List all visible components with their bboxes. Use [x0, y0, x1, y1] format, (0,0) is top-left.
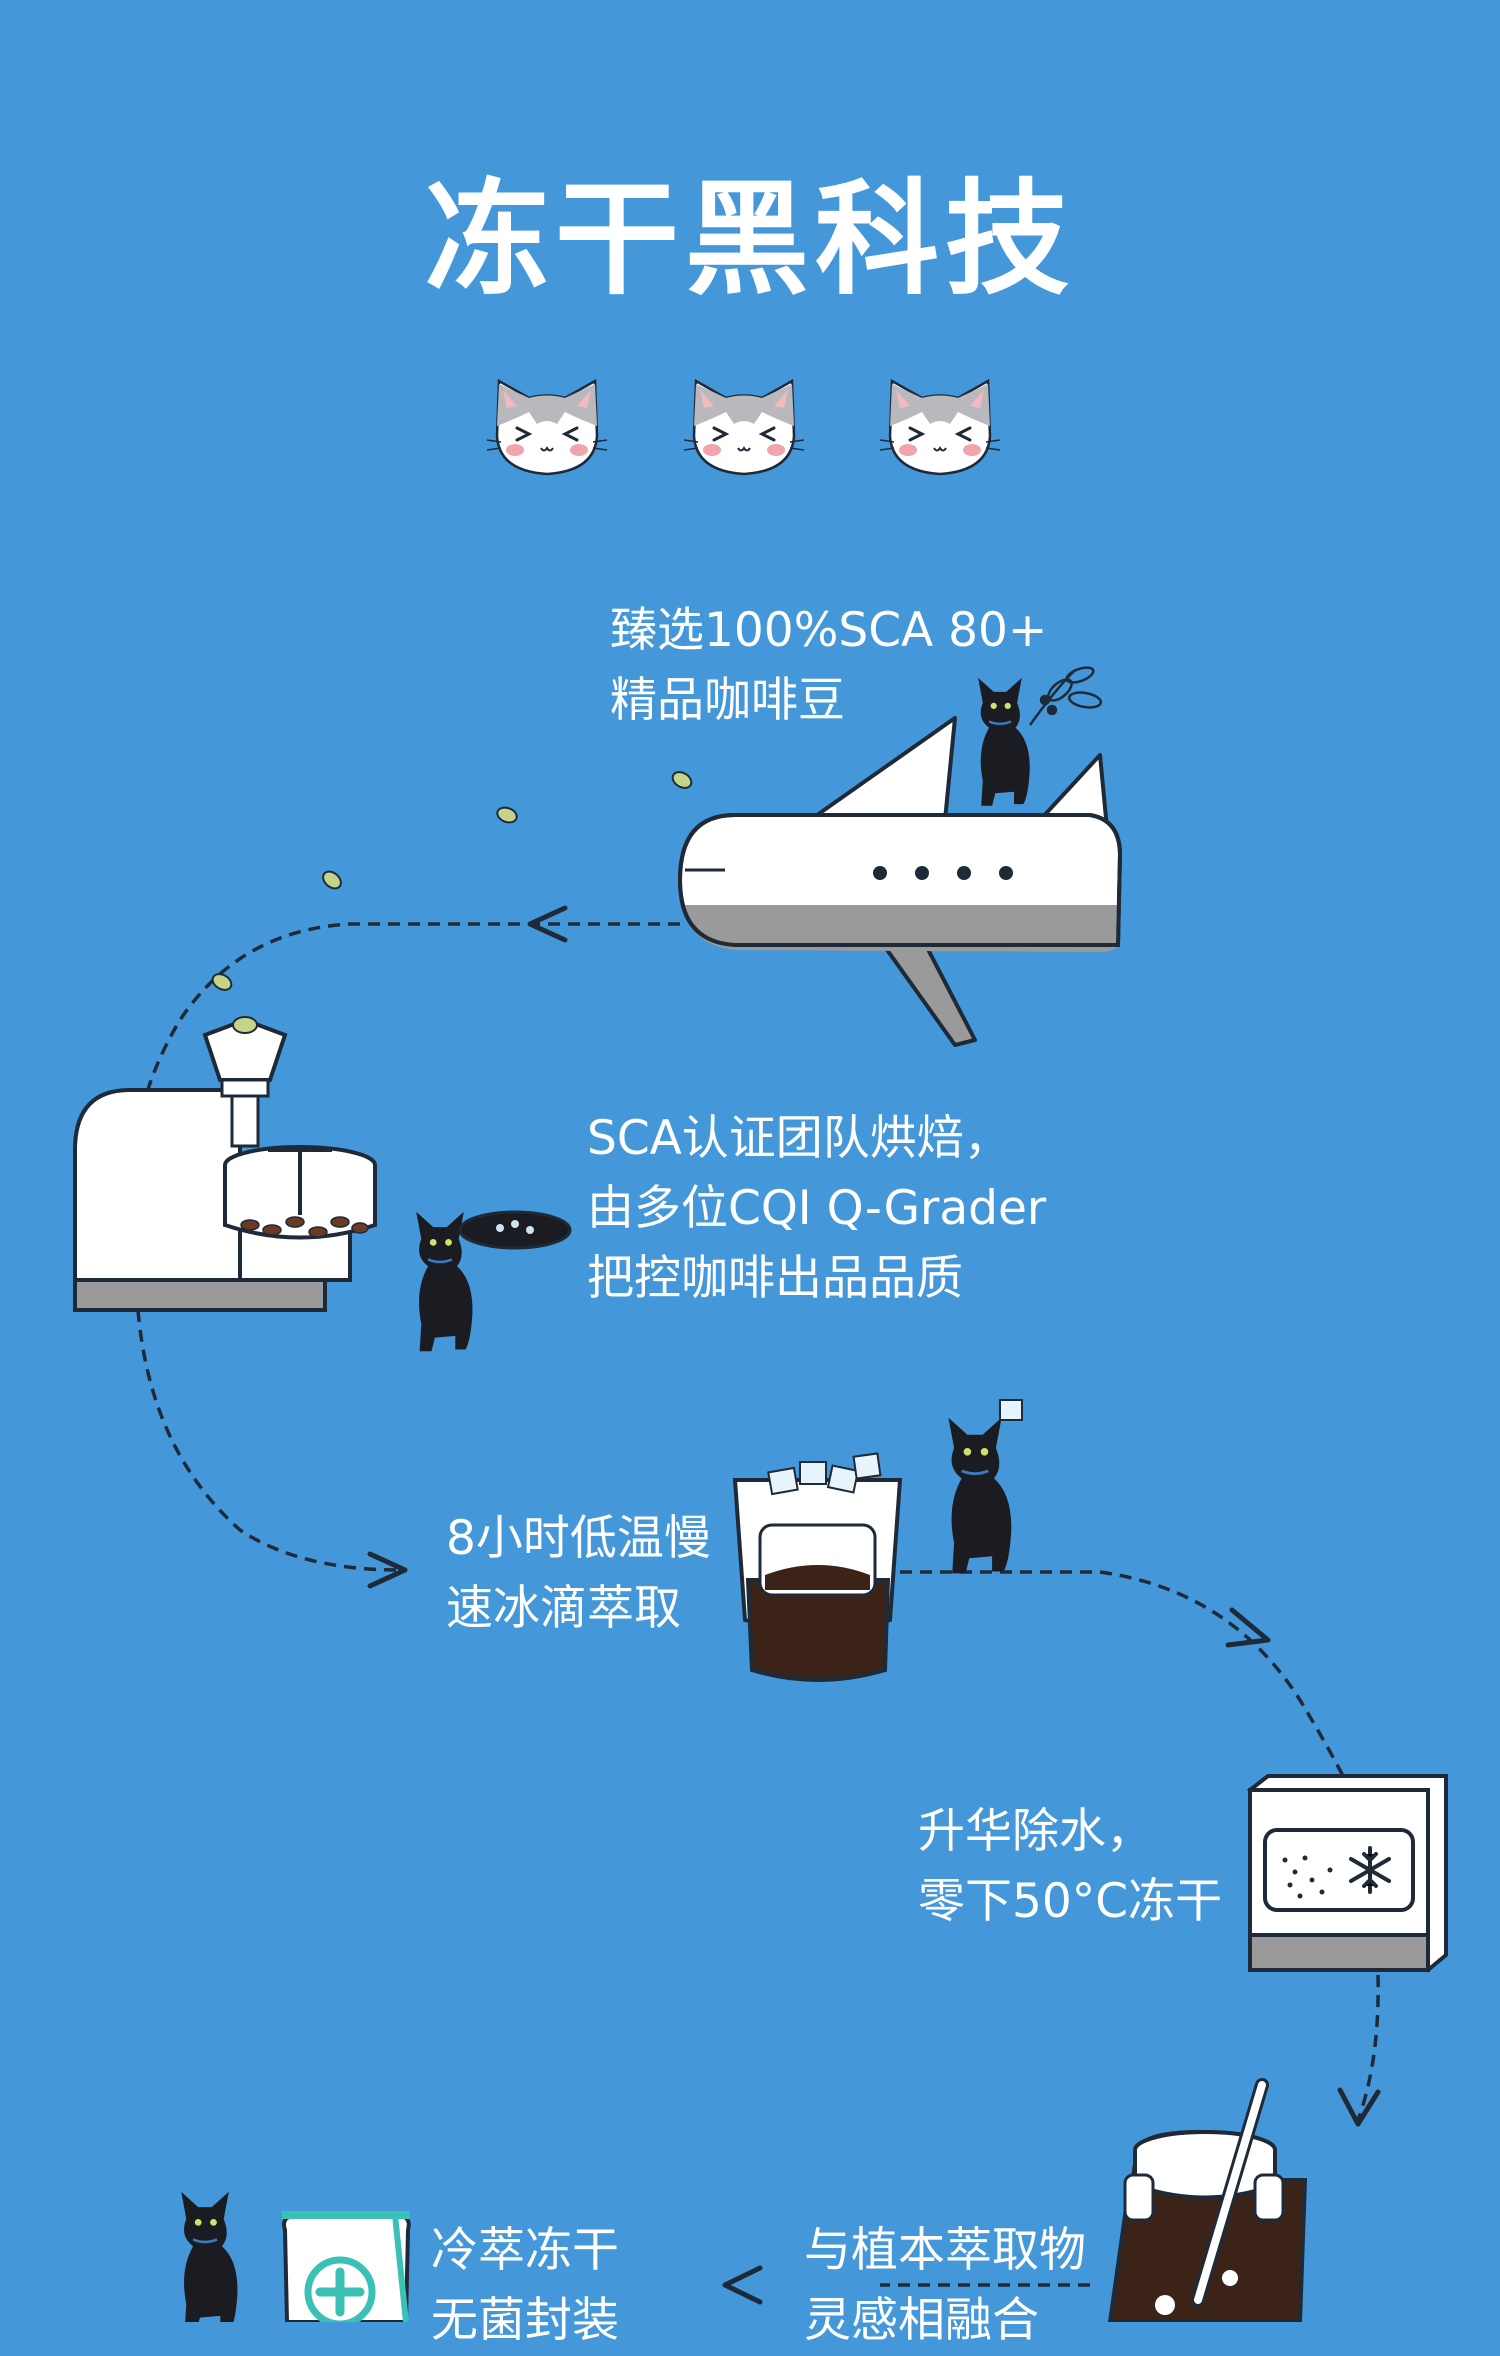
page-title: 冻干黑科技 [424, 168, 1075, 312]
step-line: 精品咖啡豆 [610, 673, 845, 728]
step-line: 臻选100%SCA 80+ [610, 603, 1048, 658]
step-line: 速冰滴萃取 [446, 1581, 681, 1636]
step-line: 无菌封装 [431, 2293, 619, 2348]
step-line: 由多位CQI Q-Grader [587, 1181, 1047, 1236]
roaster-icon [73, 1016, 572, 1353]
sealed-package-icon [179, 2190, 411, 2322]
step-text-blend: 与植本萃取物 灵感相融合 [804, 2216, 1086, 2356]
step-text-roasting: SCA认证团队烘焙， 由多位CQI Q-Grader 把控咖啡出品品质 [587, 1104, 1046, 1314]
cat-face-icon [485, 379, 609, 476]
step-text-freeze-dry: 升华除水， 零下50°C冻干 [918, 1797, 1222, 1937]
step-line: 8小时低温慢 [446, 1511, 711, 1566]
airplane-icon [677, 666, 1123, 1047]
cold-brew-icon [732, 1399, 1023, 1682]
freezer-icon [1246, 1774, 1448, 1973]
step-text-packaging: 冷萃冻干 无菌封装 [431, 2216, 619, 2356]
flow-arrowheads [367, 905, 1381, 2305]
step-line: SCA认证团队烘焙， [587, 1111, 1011, 1166]
step-line: 与植本萃取物 [804, 2223, 1086, 2278]
cat-face-icon [682, 379, 806, 476]
step-line: 零下50°C冻干 [918, 1874, 1223, 1929]
step-line: 冷萃冻干 [431, 2223, 619, 2278]
step-text-cold-brew: 8小时低温慢 速冰滴萃取 [446, 1504, 711, 1644]
green-beans [211, 771, 693, 991]
cat-face-icon [878, 379, 1002, 476]
step-line: 升华除水， [918, 1804, 1153, 1859]
mixing-jar-icon [1107, 2078, 1308, 2322]
step-line: 把控咖啡出品品质 [587, 1251, 963, 1306]
step-line: 灵感相融合 [804, 2293, 1039, 2348]
step-text-beans: 臻选100%SCA 80+ 精品咖啡豆 [610, 596, 1047, 736]
